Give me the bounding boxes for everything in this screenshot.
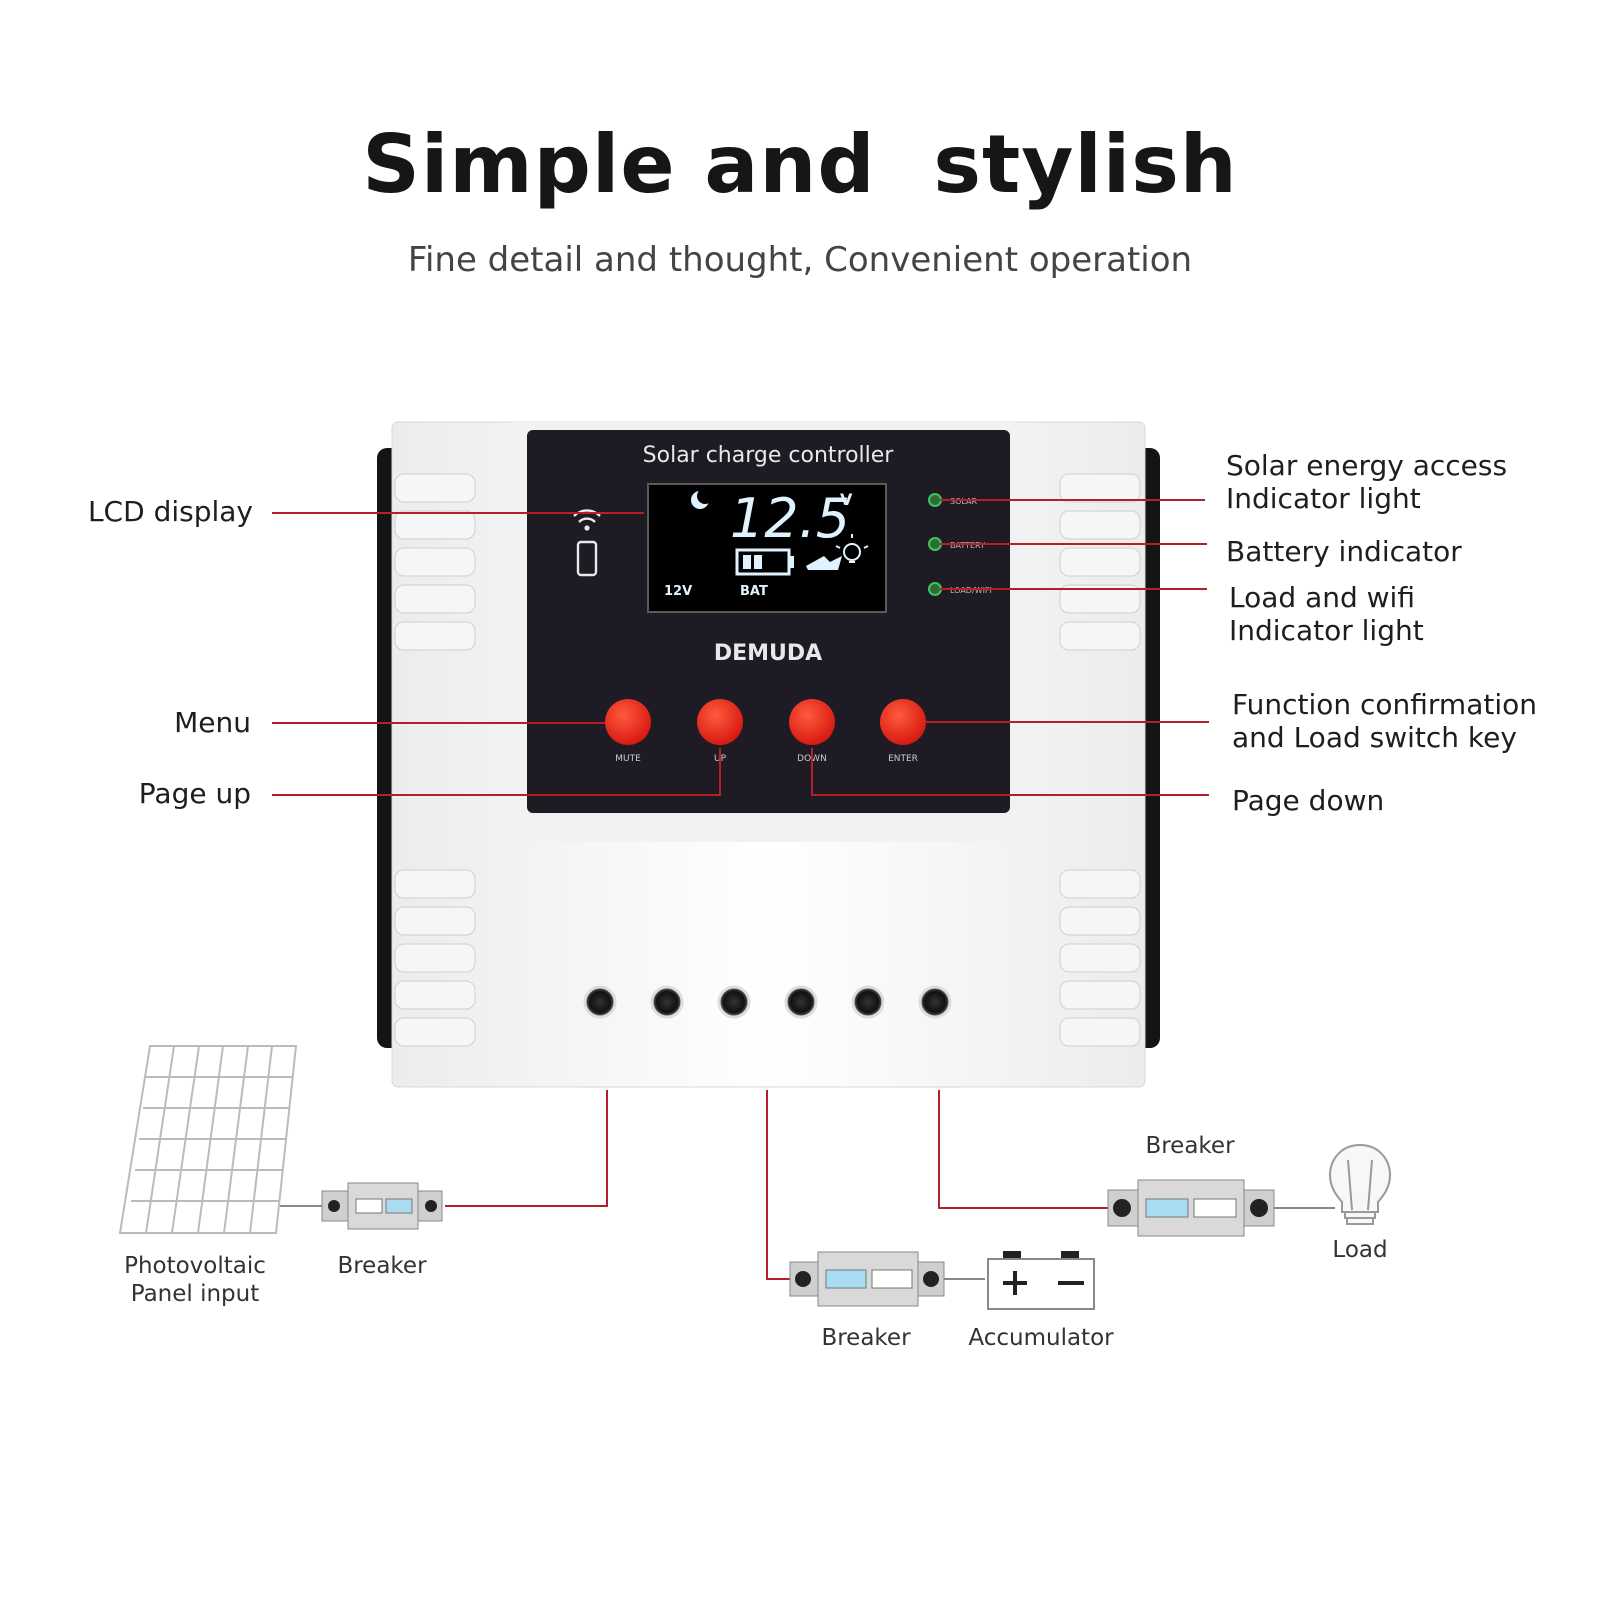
breaker-pv-icon <box>321 1182 443 1230</box>
wire-load <box>938 1090 1108 1209</box>
enter-button[interactable]: ENTER <box>880 699 926 764</box>
leader-page-down <box>811 748 1209 796</box>
label-breaker-load: Breaker <box>1145 1133 1235 1159</box>
leader-lines <box>272 499 1209 1280</box>
charge-arrow-icon <box>806 556 842 570</box>
vent-fins-left-top <box>394 473 476 651</box>
lcd-system-voltage: 12V <box>664 584 692 599</box>
indicator-battery-label: BATTERY <box>950 541 985 550</box>
leader-page-up <box>272 748 721 796</box>
wifi-phone-icon <box>573 509 601 577</box>
callout-function-key: Function confirmation and Load switch ke… <box>1232 688 1537 754</box>
callout-battery-indicator: Battery indicator <box>1226 535 1462 568</box>
page-title: Simple and stylish <box>362 118 1238 211</box>
battery-icon <box>735 548 794 576</box>
lcd-voltage: 12.5 <box>730 487 850 550</box>
label-accumulator: Accumulator <box>968 1325 1114 1351</box>
terminal-screw <box>784 985 818 1019</box>
brand-logo: DEMUDA <box>714 641 822 666</box>
accumulator-icon <box>987 1251 1095 1310</box>
vent-fins-left-bottom <box>394 869 476 1047</box>
mute-button-label: MUTE <box>615 754 641 764</box>
callout-load-wifi-line1: Load and wifi <box>1229 581 1415 614</box>
terminal-screw <box>650 985 684 1019</box>
callout-solar-line2: Indicator light <box>1226 482 1421 515</box>
terminal-screw <box>851 985 885 1019</box>
callout-lcd-display: LCD display <box>87 495 253 528</box>
callout-page-down: Page down <box>1232 784 1385 817</box>
terminal-screw <box>583 985 617 1019</box>
moon-icon <box>691 488 713 509</box>
enter-button-label: ENTER <box>888 754 918 764</box>
wire-battery <box>766 1090 790 1280</box>
callout-menu: Menu <box>174 706 251 739</box>
page-subtitle: Fine detail and thought, Convenient oper… <box>407 240 1193 280</box>
label-pv-line1: Photovoltaic <box>124 1253 266 1279</box>
bulb-icon <box>835 534 869 563</box>
terminal-screw <box>918 985 952 1019</box>
breaker-battery-icon <box>789 1251 945 1307</box>
callout-function-line1: Function confirmation <box>1232 688 1537 721</box>
lcd-battery-label: BAT <box>740 584 768 599</box>
callout-solar-indicator: Solar energy access Indicator light <box>1226 449 1507 515</box>
lcd-screen <box>647 483 887 613</box>
indicator-load-wifi-label: LOAD/WIFI <box>950 586 992 595</box>
panel-title: Solar charge controller <box>643 443 895 468</box>
solar-panel-icon <box>118 1045 298 1234</box>
label-load: Load <box>1332 1237 1388 1263</box>
label-breaker-pv: Breaker <box>337 1253 427 1279</box>
terminal-block <box>583 985 952 1019</box>
callout-load-wifi-line2: Indicator light <box>1229 614 1424 647</box>
callout-page-up: Page up <box>138 777 251 810</box>
label-breaker-battery: Breaker <box>821 1325 911 1351</box>
indicator-solar-label: SOLAR <box>950 497 977 506</box>
breaker-load-icon <box>1107 1179 1275 1237</box>
label-pv-line2: Panel input <box>130 1281 260 1307</box>
light-bulb-icon <box>1328 1143 1392 1225</box>
vent-fins-right-bottom <box>1059 869 1141 1047</box>
callout-function-line2: and Load switch key <box>1232 721 1517 754</box>
terminal-screw <box>717 985 751 1019</box>
lcd-unit: V <box>840 490 853 509</box>
label-pv-input: Photovoltaic Panel input <box>110 1252 280 1308</box>
callout-solar-line1: Solar energy access <box>1226 449 1508 482</box>
callout-load-wifi: Load and wifi Indicator light <box>1229 581 1424 647</box>
vent-fins-right-top <box>1059 473 1141 651</box>
wire-pv <box>445 1090 608 1207</box>
mute-button[interactable]: MUTE <box>605 699 651 764</box>
